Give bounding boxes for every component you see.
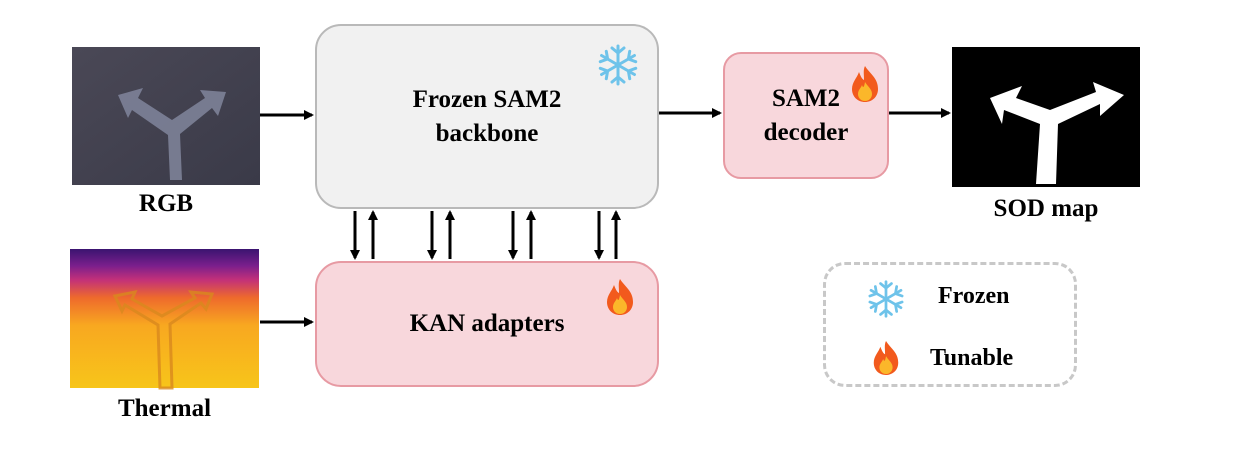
kan-adapters-box: KAN adapters: [315, 261, 659, 387]
sod-map-label: SOD map: [993, 195, 1099, 222]
flame-icon: [852, 66, 878, 102]
snowflake-icon: [866, 280, 906, 318]
legend-tunable-label: Tunable: [930, 345, 1014, 371]
decoder-label: SAM2 decoder: [763, 84, 849, 146]
legend: Frozen Tunable: [823, 262, 1077, 387]
backbone-label: Frozen SAM2 backbone: [412, 85, 562, 147]
flame-icon: [607, 279, 633, 315]
flame-icon: [873, 341, 899, 375]
thermal-label: Thermal: [117, 395, 212, 422]
adapters-label: KAN adapters: [409, 310, 565, 338]
legend-frozen-label: Frozen: [938, 283, 1010, 309]
decoder-box: SAM2 decoder: [723, 52, 889, 179]
snowflake-icon: [597, 44, 639, 86]
rgb-label: RGB: [138, 190, 194, 217]
